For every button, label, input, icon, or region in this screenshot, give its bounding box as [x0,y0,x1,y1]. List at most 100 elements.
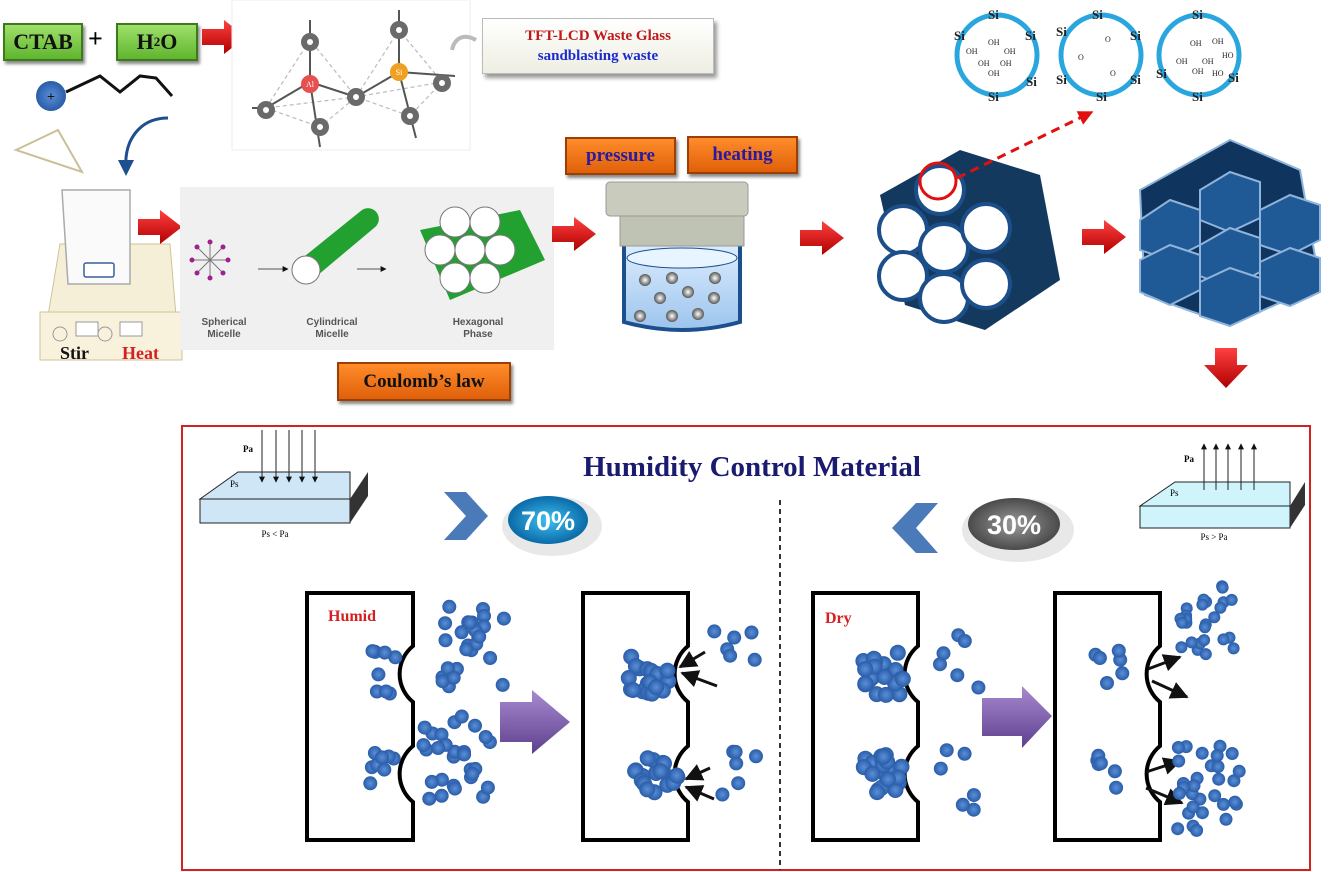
al-label: Al [306,80,315,89]
oh-2: OH [966,47,978,56]
si-atom-icon [390,63,408,81]
water-particle [388,650,403,665]
water-particle [459,642,474,657]
surfactant-charge: + [47,90,55,105]
water-particle [417,720,432,735]
water-particle [371,667,386,682]
silanol-rings-icon [954,12,1242,98]
surfactant-molecule-icon [36,74,174,111]
water-particle [876,669,893,685]
oh-9: OH [1176,57,1188,66]
water-particle [1225,747,1239,760]
humidity-70-label: 70% [521,506,575,536]
water-particle [454,625,469,640]
water-particle [1171,822,1185,836]
water-particle [933,657,947,672]
plus-sign: + [88,24,103,53]
water-particle [438,616,453,631]
spherical-micelle-icon [189,239,231,281]
water-particle [1214,601,1227,614]
water-particle [1175,641,1188,654]
water-particle [639,750,656,767]
si-ring2-left: Si [1056,24,1067,39]
water-particle [857,661,874,678]
water-particle [1196,598,1209,611]
water-particle [971,680,986,695]
water-particle [1092,651,1107,665]
gray-curved-arrow-icon [450,34,477,51]
source-line1: TFT-LCD Waste Glass [525,28,671,44]
water-particle [729,756,744,771]
water-particle [648,679,665,696]
water-particle [375,750,390,765]
water-particle [1186,800,1200,814]
water-particle [377,762,392,777]
water-particle [889,644,906,661]
water-particle [864,765,881,782]
water-particle [1171,741,1185,754]
left-relation-label: Ps < Pa [261,529,288,539]
water-o: O [160,29,178,54]
water-particle [468,718,482,733]
pressure-label: pressure [586,145,655,166]
humid-process-arrow-icon [500,690,570,754]
water-particle [1211,760,1225,774]
dry-process-arrow-icon [982,686,1052,748]
humidity-panel-frame [181,425,1311,871]
water-particle [1225,593,1238,606]
water-particle [365,644,380,659]
beaker-icon [61,189,131,285]
water-particle [447,781,462,796]
water-particle [1216,797,1230,811]
water-particle [1100,676,1114,690]
water-particle [1093,756,1108,771]
si-ring3-bottom: Si [1192,89,1203,104]
water-particle [495,677,510,692]
humidity-70-badge [508,496,588,544]
water-particle [936,646,951,661]
water-h: H [136,29,154,54]
ho-2: HO [1212,69,1224,78]
water-particle [438,633,453,648]
pore-wall-humid-before [305,591,415,842]
water-particle [659,662,676,679]
oh-6: OH [988,69,1000,78]
zoom-circle-icon [918,161,958,201]
water-particle [955,797,970,812]
water-particle [878,686,894,703]
source-line2: sandblasting waste [537,48,659,64]
oh-11: OH [1192,67,1204,76]
stir-bar-icon [13,128,85,174]
water-particle [1115,666,1130,681]
si-ring2-br: Si [1130,72,1141,87]
water-particle [1185,636,1198,649]
water-particle [377,645,392,660]
water-particle [1208,611,1221,624]
heat-label: Heat [122,343,159,363]
oh-8: OH [1212,37,1224,46]
water-particle [480,780,495,795]
aluminosilicate-framework [231,0,477,151]
panel-title: Humidity Control Material [583,451,921,483]
micelle-formation-panel [180,187,554,350]
oh-4: OH [978,59,990,68]
water-particle [624,682,641,698]
water-particle [1109,780,1124,795]
water-particle [454,709,469,724]
pressure-box: pressure [565,137,676,175]
water-particle [472,629,487,644]
water-particle [1216,581,1229,594]
al-atom-icon [301,75,319,93]
water-subscript: 2 [153,34,161,49]
water-particle [379,684,394,699]
water-particle [442,599,457,614]
water-particle [478,730,493,744]
si-ring1-br: Si [1026,74,1037,89]
water-particle [1217,633,1230,646]
water-particle [957,746,972,761]
water-particle [1212,772,1226,786]
slab-desorption-icon [1138,443,1305,529]
left-pa-label: Pa [243,444,253,454]
water-particle [1219,812,1233,826]
